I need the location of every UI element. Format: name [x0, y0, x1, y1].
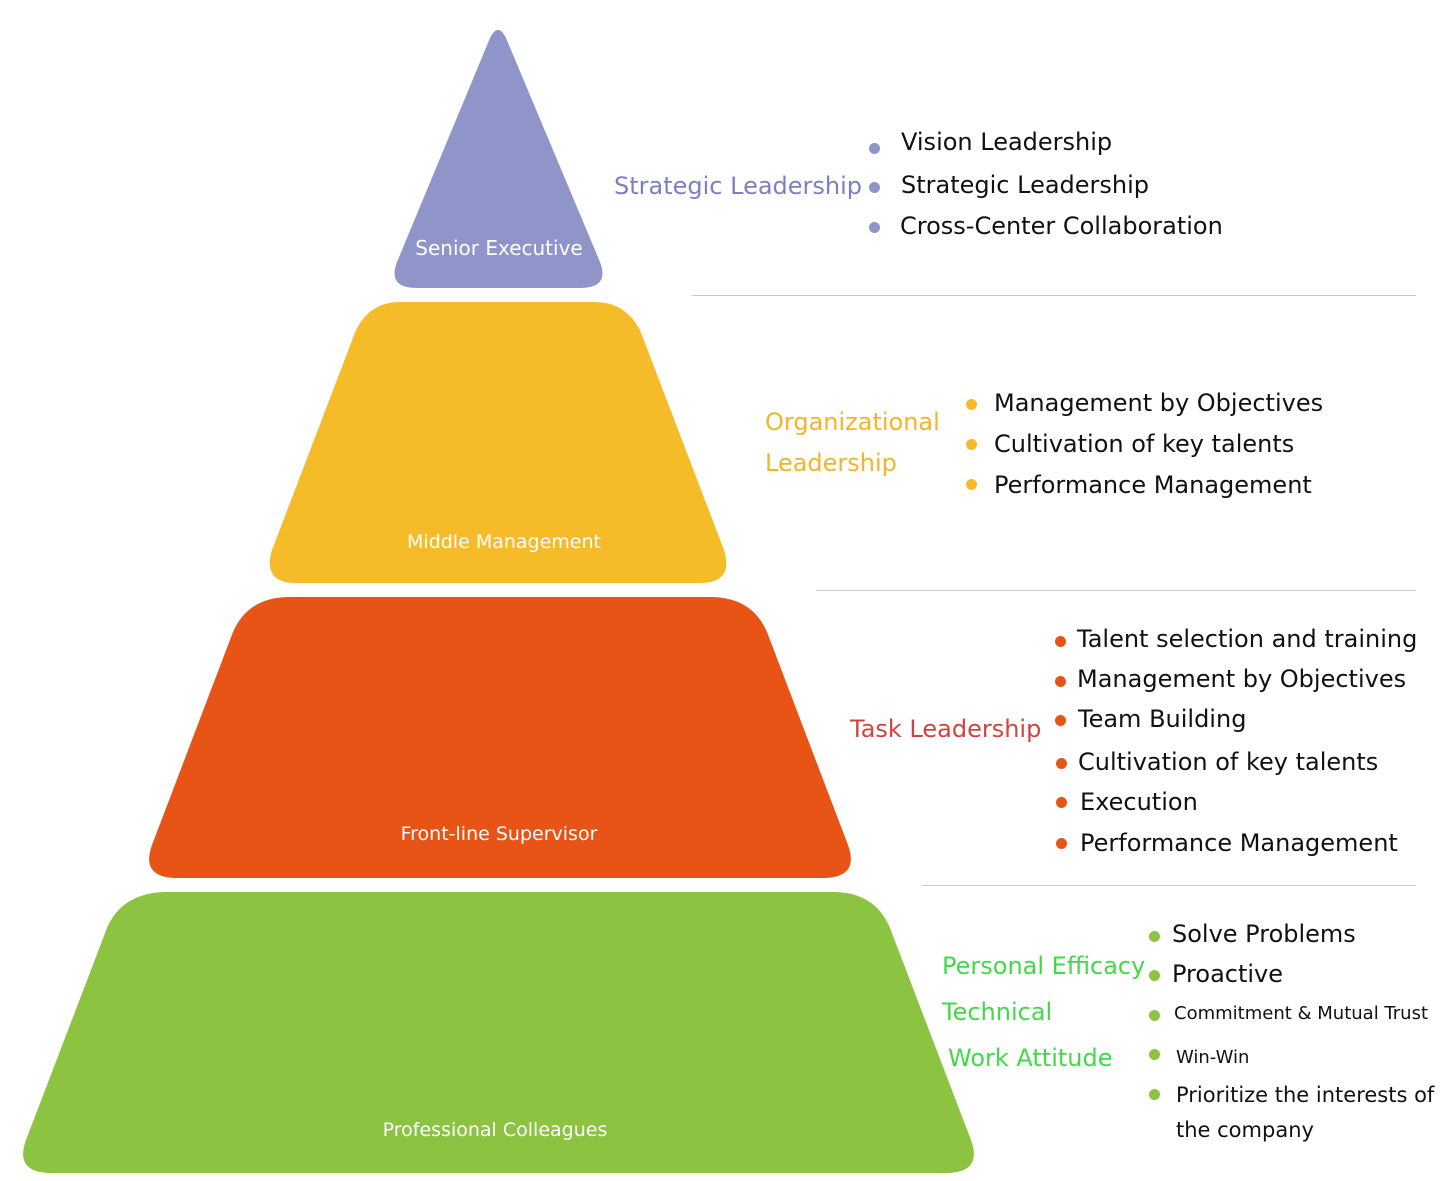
tier-label-front-line-supervisor: Front-line Supervisor — [400, 823, 598, 845]
category-work-attitude: Work Attitude — [948, 1044, 1113, 1072]
bullet-dot — [1056, 758, 1067, 769]
bullet-dot — [869, 222, 880, 233]
bullet-dot — [869, 143, 880, 154]
category-personal-efficacy: Personal Efficacy — [942, 952, 1146, 980]
item-proactive: Proactive — [1172, 960, 1284, 988]
bullet-dot — [966, 439, 977, 450]
item-prioritize-interests: Prioritize the interests of — [1176, 1083, 1435, 1107]
bullet-dot — [1149, 970, 1160, 981]
bullet-dot — [966, 479, 977, 490]
bullet-dot — [966, 399, 977, 410]
bullet-dot — [1149, 1049, 1160, 1060]
item-solve-problems: Solve Problems — [1172, 920, 1356, 948]
item-strategic-leadership: Strategic Leadership — [901, 171, 1150, 199]
item-commitment-mutual-trust: Commitment & Mutual Trust — [1174, 1003, 1429, 1024]
category-technical: Technical — [942, 998, 1053, 1026]
separator-line — [692, 295, 1416, 296]
bullet-dot — [1056, 797, 1067, 808]
category-organizational-leadership-line2: Leadership — [765, 449, 897, 477]
tier-label-middle-management: Middle Management — [407, 531, 601, 553]
item-management-by-objectives: Management by Objectives — [1077, 665, 1407, 693]
bullet-dot — [869, 182, 880, 193]
category-strategic-leadership: Strategic Leadership — [614, 172, 863, 200]
category-organizational-leadership-line1: Organizational — [765, 408, 940, 436]
bullet-dot — [1055, 715, 1066, 726]
item-talent-selection-and-training: Talent selection and training — [1077, 625, 1418, 653]
item-cultivation-of-key-talents: Cultivation of key talents — [1078, 748, 1379, 776]
tier-middle-management — [269, 302, 727, 583]
bullet-dot — [1149, 1010, 1160, 1021]
bullet-dot — [1149, 931, 1160, 942]
item-vision-leadership: Vision Leadership — [901, 128, 1113, 156]
tier-label-professional-colleagues: Professional Colleagues — [382, 1119, 608, 1141]
item-performance-management: Performance Management — [1080, 829, 1398, 857]
item-win-win: Win-Win — [1176, 1047, 1250, 1068]
category-task-leadership: Task Leadership — [850, 715, 1042, 743]
bullet-dot — [1056, 838, 1067, 849]
separator-line — [816, 590, 1416, 591]
item-performance-management: Performance Management — [994, 471, 1312, 499]
item-team-building: Team Building — [1078, 705, 1247, 733]
item-cross-center-collaboration: Cross-Center Collaboration — [900, 212, 1223, 240]
item-prioritize-interests-continued: the company — [1176, 1118, 1314, 1142]
item-cultivation-of-key-talents: Cultivation of key talents — [994, 430, 1295, 458]
bullet-dot — [1149, 1089, 1160, 1100]
bullet-dot — [1055, 676, 1066, 687]
tier-professional-colleagues — [23, 892, 974, 1173]
separator-line — [922, 885, 1416, 886]
tier-senior-executive — [394, 30, 603, 288]
bullet-dot — [1055, 636, 1066, 647]
tier-front-line-supervisor — [149, 597, 851, 878]
tier-label-senior-executive: Senior Executive — [415, 236, 583, 260]
item-management-by-objectives: Management by Objectives — [994, 389, 1324, 417]
item-execution: Execution — [1080, 788, 1198, 816]
